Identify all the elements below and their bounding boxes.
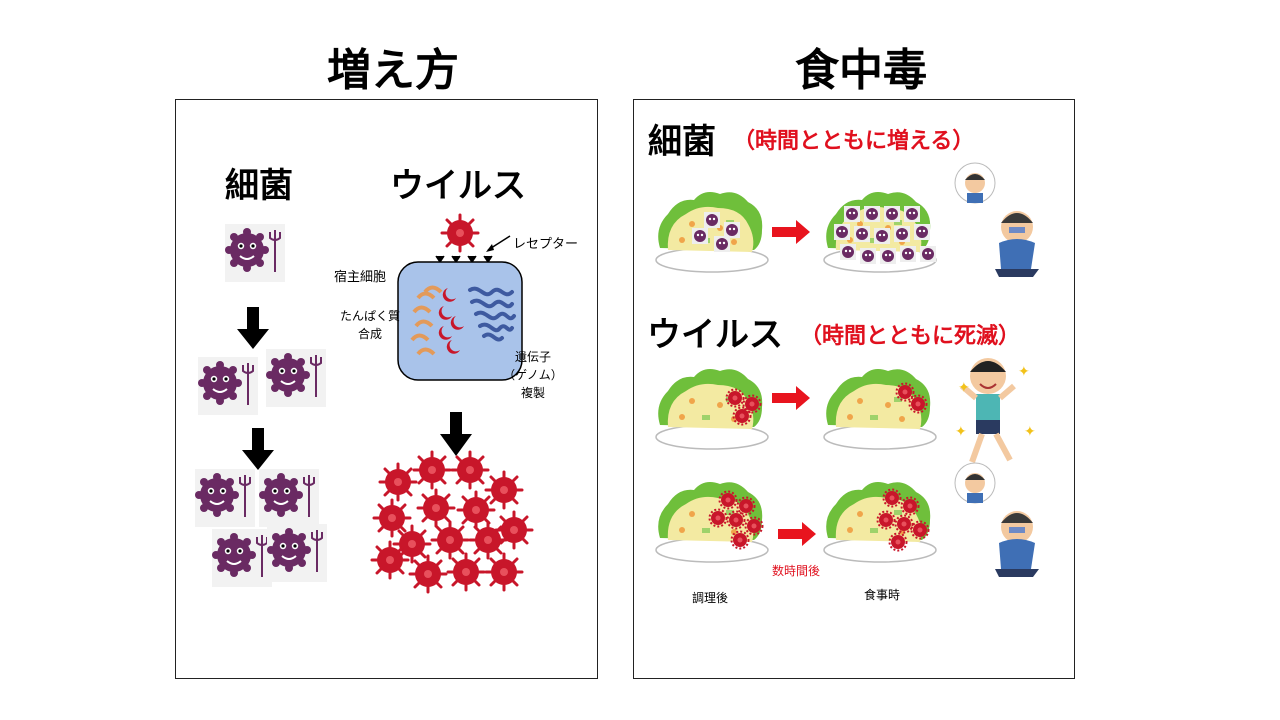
protein-synthesis-label: たんぱく質 合成 [330,307,410,343]
receptor-label: レセプター [513,237,579,252]
bacteria-label: 細菌 [225,166,293,206]
protein-synthesis-line-1: たんぱく質 [339,309,400,323]
fp-virus-label: ウイルス [647,315,783,355]
fp-virus-note: （時間とともに死滅） [800,324,1021,349]
at-meal-label: 食事時 [864,588,901,602]
genome-replication-label: 遺伝子 （ゲノム） 複製 [498,348,568,402]
virus-label: ウイルス [390,166,526,206]
fp-bacteria-note: （時間とともに増える） [733,129,975,154]
host-cell-label: 宿主細胞 [334,270,387,285]
protein-synthesis-line-2: 合成 [357,327,382,341]
genome-line-2: （ゲノム） [503,368,563,382]
svg-text:✦: ✦ [955,424,967,440]
hours-later-label: 数時間後 [772,564,821,578]
svg-text:✦: ✦ [958,380,970,396]
fp-bacteria-label: 細菌 [648,122,716,162]
after-cooking-label: 調理後 [692,591,729,605]
genome-line-3: 複製 [520,386,545,400]
svg-text:✦: ✦ [1018,364,1030,380]
genome-line-1: 遺伝子 [514,350,551,364]
growth-heading: 増え方 [327,45,459,96]
svg-text:✦: ✦ [1024,424,1036,440]
food-poisoning-heading: 食中毒 [795,45,927,96]
